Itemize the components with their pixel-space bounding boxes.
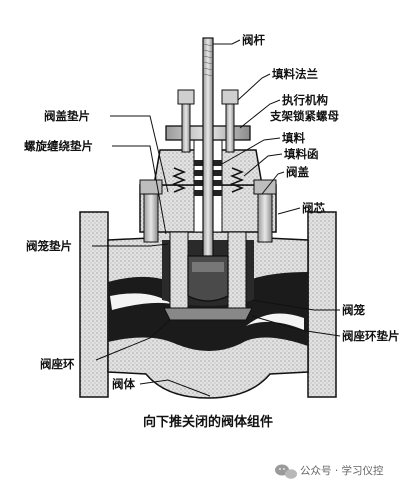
label-cage-gasket: 阀笼垫片 (26, 239, 72, 253)
label-actuator-nut-1: 执行机构 (282, 93, 328, 107)
label-bonnet: 阀盖 (286, 165, 309, 179)
label-seat-ring-gasket: 阀座环垫片 (342, 329, 400, 343)
labels: 阀杆 填料法兰 执行机构 支架锁紧螺母 填料 填料函 阀盖 阀芯 阀盖垫片 螺旋… (24, 33, 400, 391)
label-body: 阀体 (112, 377, 135, 391)
label-actuator-nut-2: 支架锁紧螺母 (269, 109, 339, 123)
watermark: 公众号 · 学习仪控 (275, 464, 384, 479)
valve-stem (202, 37, 214, 269)
watermark-text: 公众号 · 学习仪控 (300, 464, 384, 477)
label-seat-ring: 阀座环 (40, 357, 75, 371)
packing-spring (171, 167, 245, 193)
label-packing-box: 填料函 (284, 147, 319, 161)
leader-lines (92, 39, 341, 397)
diagram-caption: 向下推关闭的阀体组件 (143, 414, 273, 430)
label-bonnet-gasket: 阀盖垫片 (44, 109, 90, 123)
valve-cage (169, 231, 247, 311)
flange-studs (177, 89, 239, 153)
wechat-icon (275, 464, 297, 479)
right-flange (307, 211, 337, 398)
label-packing-flange: 填料法兰 (272, 67, 318, 81)
seat-ring (163, 307, 253, 321)
label-cage: 阀笼 (342, 303, 365, 317)
label-spiral-gasket: 螺旋缠绕垫片 (24, 139, 93, 153)
label-plug: 阀芯 (302, 201, 325, 215)
left-flange (79, 211, 109, 398)
label-packing: 填料 (282, 131, 305, 145)
label-stem: 阀杆 (242, 33, 265, 47)
